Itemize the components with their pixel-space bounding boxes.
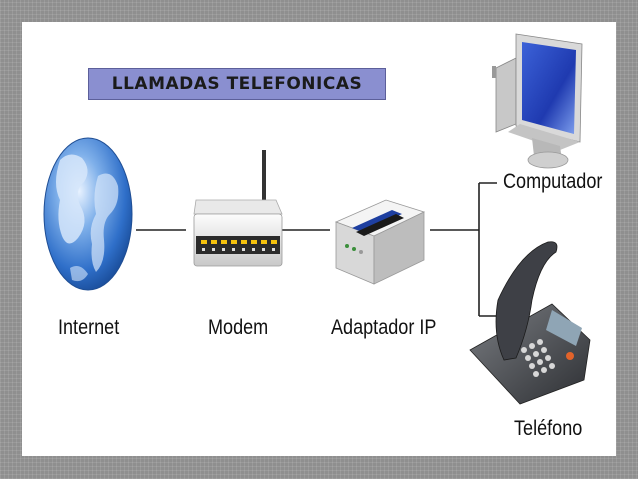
router-icon: [193, 150, 283, 267]
computer-monitor-icon: [492, 33, 583, 169]
telephone-icon: [469, 241, 591, 405]
connection-lines: [136, 182, 500, 317]
phone-label: Teléfono: [514, 417, 583, 440]
diagram-title: LLAMADAS TELEFONICAS: [111, 74, 363, 94]
modem-label: Modem: [208, 316, 269, 339]
globe-icon: [43, 137, 133, 291]
diagram-title-box: LLAMADAS TELEFONICAS: [88, 68, 386, 100]
voip-adapter-icon: [334, 199, 426, 285]
adapter-label: Adaptador IP: [331, 316, 437, 339]
computer-label: Computador: [503, 170, 603, 193]
internet-label: Internet: [58, 316, 120, 339]
